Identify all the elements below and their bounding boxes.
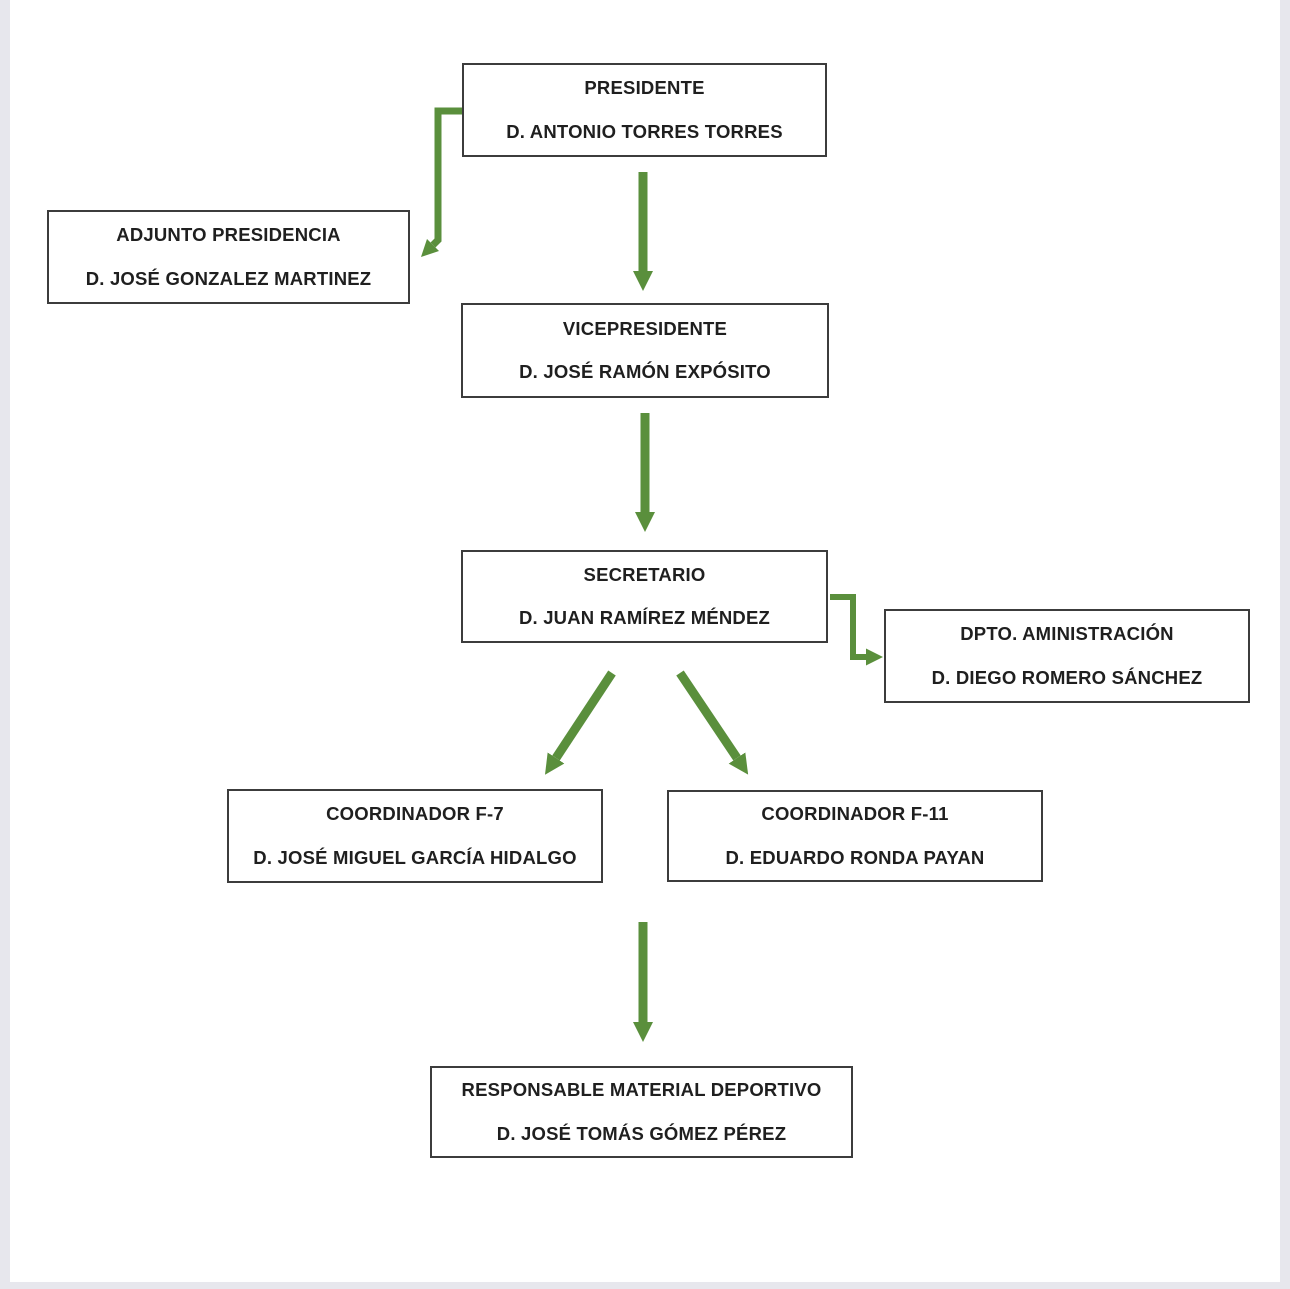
node-coordinador-f11: COORDINADOR F-11 D. EDUARDO RONDA PAYAN (667, 790, 1043, 882)
page-edge-right (1280, 0, 1290, 1289)
node-coordinador-f7-person: D. JOSÉ MIGUEL GARCÍA HIDALGO (253, 846, 577, 868)
node-coordinador-f11-title: COORDINADOR F-11 (761, 803, 949, 824)
node-secretario-person: D. JUAN RAMÍREZ MÉNDEZ (518, 607, 771, 628)
arrow-secretario-to-coordinador-f11 (676, 670, 749, 775)
node-dpto-administracion-title: DPTO. AMINISTRACIÓN (960, 623, 1174, 644)
page-edge-bottom (0, 1282, 1290, 1289)
node-adjunto-presidencia: ADJUNTO PRESIDENCIA D. JOSÉ GONZALEZ MAR… (47, 210, 410, 304)
arrow-secretario-to-coordinador-f7 (544, 670, 616, 775)
node-presidente-person: D. ANTONIO TORRES TORRES (506, 120, 783, 142)
node-responsable-material-title: RESPONSABLE MATERIAL DEPORTIVO (461, 1079, 822, 1100)
node-vicepresidente: VICEPRESIDENTE D. JOSÉ RAMÓN EXPÓSITO (461, 303, 829, 398)
node-coordinador-f7: COORDINADOR F-7 D. JOSÉ MIGUEL GARCÍA HI… (227, 789, 603, 883)
node-adjunto-presidencia-person: D. JOSÉ GONZALEZ MARTINEZ (85, 267, 372, 289)
node-responsable-material-person: D. JOSÉ TOMÁS GÓMEZ PÉREZ (496, 1122, 787, 1144)
node-vicepresidente-title: VICEPRESIDENTE (562, 317, 728, 339)
node-adjunto-presidencia-title: ADJUNTO PRESIDENCIA (116, 224, 341, 245)
node-coordinador-f11-person: D. EDUARDO RONDA PAYAN (725, 846, 985, 868)
node-presidente: PRESIDENTE D. ANTONIO TORRES TORRES (462, 63, 827, 157)
node-dpto-administracion: DPTO. AMINISTRACIÓN D. DIEGO ROMERO SÁNC… (884, 609, 1250, 703)
arrow-presidente-to-adjunto (420, 107, 462, 258)
node-secretario-title: SECRETARIO (583, 563, 706, 585)
page-edge-left (0, 0, 10, 1289)
arrow-secretario-to-dpto (830, 594, 883, 666)
node-secretario: SECRETARIO D. JUAN RAMÍREZ MÉNDEZ (461, 550, 828, 643)
node-coordinador-f7-title: COORDINADOR F-7 (326, 803, 504, 824)
node-dpto-administracion-person: D. DIEGO ROMERO SÁNCHEZ (931, 666, 1203, 688)
node-presidente-title: PRESIDENTE (584, 77, 705, 98)
node-responsable-material: RESPONSABLE MATERIAL DEPORTIVO D. JOSÉ T… (430, 1066, 853, 1158)
node-vicepresidente-person: D. JOSÉ RAMÓN EXPÓSITO (519, 361, 771, 382)
